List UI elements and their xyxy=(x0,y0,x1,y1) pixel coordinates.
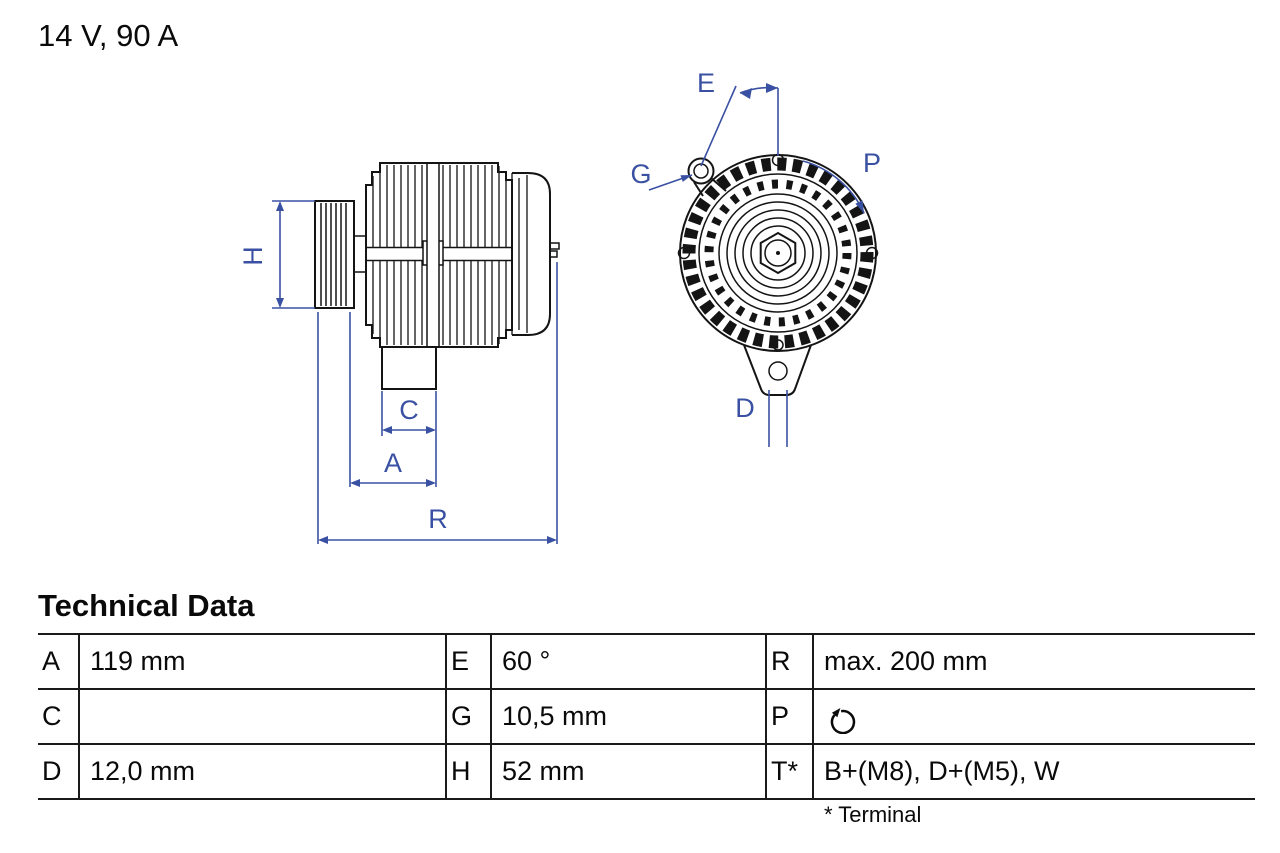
side-view xyxy=(314,162,560,390)
dim-label-H: H xyxy=(238,246,268,266)
spec-value-G: 10,5 mm xyxy=(490,690,765,745)
spec-key-C: C xyxy=(38,690,78,745)
spec-value-E: 60 ° xyxy=(490,635,765,690)
dim-label-G: G xyxy=(630,159,651,189)
dim-G xyxy=(648,174,693,191)
spec-key-H: H xyxy=(445,745,490,800)
dimension-annotations xyxy=(272,83,865,544)
spec-key-G: G xyxy=(445,690,490,745)
spec-key-D: D xyxy=(38,745,78,800)
spec-key-T: T* xyxy=(765,745,812,800)
technical-data-table: A 119 mm E 60 ° R max. 200 mm C G 10,5 m… xyxy=(38,633,1255,800)
shaft-hex-nut xyxy=(759,231,797,275)
alternator-technical-drawing: H C A R E G P D xyxy=(238,68,881,544)
dim-C xyxy=(381,391,437,436)
spec-value-C xyxy=(78,690,445,745)
spec-key-A: A xyxy=(38,635,78,690)
dim-label-A: A xyxy=(384,448,402,478)
dim-label-E: E xyxy=(697,68,715,98)
dim-H xyxy=(272,200,315,309)
spec-value-D: 12,0 mm xyxy=(78,745,445,800)
pulley xyxy=(314,200,367,309)
dim-D xyxy=(768,390,788,447)
vent-slot-ring-inner xyxy=(704,179,852,327)
front-view xyxy=(677,153,879,396)
mounting-foot xyxy=(381,347,437,390)
spec-value-R: max. 200 mm xyxy=(812,635,1255,690)
spec-value-T: B+(M8), D+(M5), W xyxy=(812,745,1255,800)
housing-finned-body xyxy=(365,162,513,348)
spec-key-E: E xyxy=(445,635,490,690)
dim-label-R: R xyxy=(428,504,448,534)
terminal-footnote: * Terminal xyxy=(824,802,922,827)
dim-P xyxy=(802,160,865,214)
rotation-direction-icon xyxy=(830,707,856,734)
dim-E xyxy=(700,83,779,167)
spec-key-R: R xyxy=(765,635,812,690)
spec-key-P: P xyxy=(765,690,812,745)
spec-value-A: 119 mm xyxy=(78,635,445,690)
dim-label-D: D xyxy=(735,393,755,423)
mounting-lug-top-left xyxy=(687,157,727,197)
hole-right xyxy=(865,246,879,260)
technical-data-title: Technical Data xyxy=(38,588,255,623)
dim-R xyxy=(317,262,558,544)
hole-left xyxy=(677,246,691,260)
dim-label-P: P xyxy=(863,148,881,178)
mounting-lug-bottom xyxy=(743,339,812,396)
rear-cover xyxy=(511,172,560,336)
dim-A xyxy=(349,312,437,487)
spec-value-P xyxy=(812,690,1255,745)
rating-header: 14 V, 90 A xyxy=(38,18,179,53)
dim-label-C: C xyxy=(399,395,419,425)
spec-value-H: 52 mm xyxy=(490,745,765,800)
